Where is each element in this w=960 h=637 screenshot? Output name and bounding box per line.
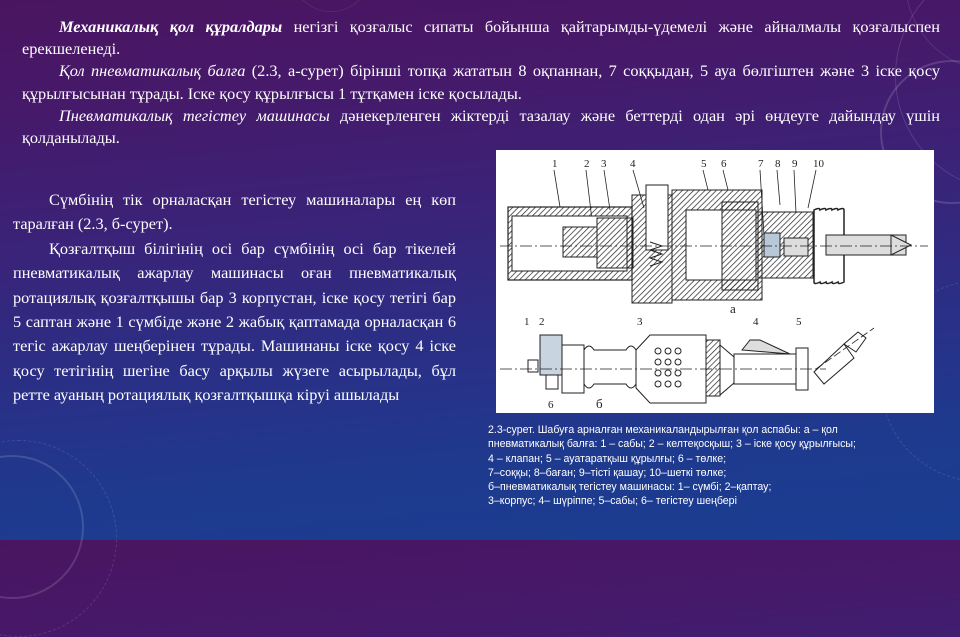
label-2: 2 xyxy=(584,158,590,170)
label-6: 6 xyxy=(721,158,727,170)
figure-caption: 2.3-сурет. Шабуға арналған механикаланды… xyxy=(488,423,953,509)
paragraph-direct-grinder: Қозғалтқыш білігінің осі бар сүмбінің ос… xyxy=(13,238,456,405)
caption-line: пневматикалық балға: 1 – сабы; 2 – келте… xyxy=(488,438,856,451)
label-5: 5 xyxy=(701,158,707,170)
intro-text-block: Механикалық қол құралдары негізгі қозғал… xyxy=(22,16,940,149)
label-10: 10 xyxy=(813,158,825,170)
term-mechanical-tools: Механикалық қол құралдары xyxy=(59,17,283,36)
label-b4: 4 xyxy=(753,316,759,328)
technical-drawing-figure: 1 2 3 4 5 6 7 8 9 10 xyxy=(496,150,934,413)
label-7: 7 xyxy=(758,158,764,170)
label-1: 1 xyxy=(552,158,558,170)
label-b3: 3 xyxy=(637,316,643,328)
caption-line: 2.3-сурет. Шабуға арналған механикаланды… xyxy=(488,424,838,436)
caption-line: 4 – клапан; 5 – ауатаратқыш құрылғы; 6 –… xyxy=(488,452,727,465)
paragraph-grinding-machine: Пневматикалық тегістеу машинасы дәнекерл… xyxy=(22,105,940,148)
decorative-ring xyxy=(0,455,84,599)
tool-cross-section-drawing: 1 2 3 4 5 6 7 8 9 10 xyxy=(500,158,928,411)
label-a: а xyxy=(730,301,736,316)
label-b5: 5 xyxy=(796,316,802,328)
label-b: б xyxy=(596,396,603,411)
paragraph-vertical-spindle: Сүмбінің тік орналасқан тегістеу машинал… xyxy=(13,190,456,234)
term-pneumatic-hammer: Қол пневматикалық балға xyxy=(59,61,246,81)
paragraph-pneumatic-hammer: Қол пневматикалық балға (2.3, а-сурет) б… xyxy=(22,61,940,103)
label-b6: 6 xyxy=(548,399,554,411)
label-8: 8 xyxy=(775,158,781,170)
label-3: 3 xyxy=(601,158,607,170)
body-text-block: Сүмбінің тік орналасқан тегістеу машинал… xyxy=(13,188,456,408)
decorative-ring xyxy=(0,440,117,637)
caption-line: 7–соққы; 8–баған; 9–тісті қашау; 10–шетк… xyxy=(488,466,727,479)
decorative-ring xyxy=(290,0,372,12)
label-4: 4 xyxy=(630,158,636,170)
label-b1: 1 xyxy=(524,316,530,328)
caption-line: 3–корпус; 4– шүріппе; 5–сабы; 6– тегісте… xyxy=(488,495,737,508)
caption-line: б–пневматикалық тегістеу машинасы: 1– сү… xyxy=(488,481,772,494)
label-b2: 2 xyxy=(539,316,545,328)
label-9: 9 xyxy=(792,158,798,170)
term-grinding-machine: Пневматикалық тегістеу машинасы xyxy=(59,105,330,125)
paragraph-mechanical-tools: Механикалық қол құралдары негізгі қозғал… xyxy=(22,17,940,59)
